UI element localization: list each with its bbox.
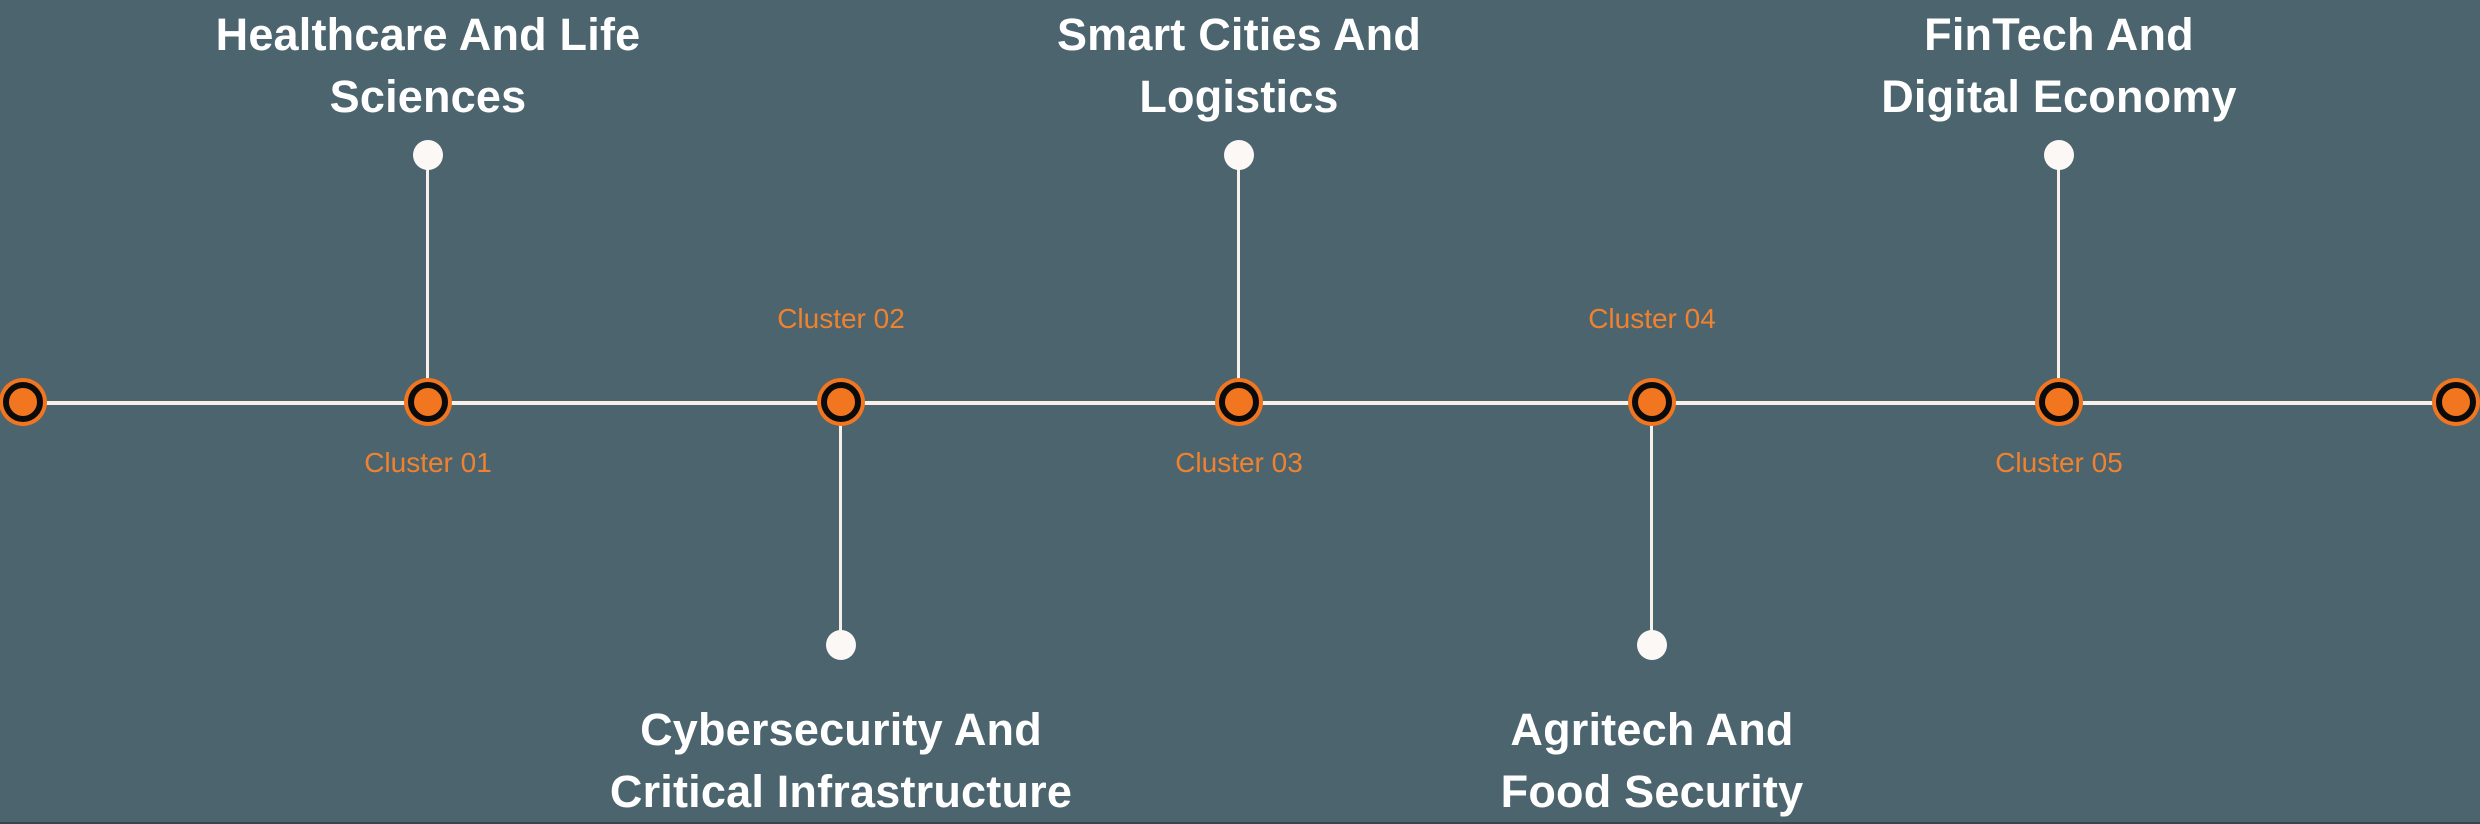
cluster-04-endpoint-dot	[1637, 630, 1667, 660]
cluster-02-title-line-1: Cybersecurity And	[640, 704, 1042, 755]
cluster-03-title-line-1: Smart Cities And	[1056, 9, 1422, 60]
cluster-01-title-line-1: Healthcare And Life	[215, 9, 641, 60]
cluster-03-node-ring	[1219, 382, 1259, 422]
cluster-04-title-line-2: Food Security	[1500, 766, 1804, 817]
cluster-01-node-ring	[408, 382, 448, 422]
endpoint-left-node-ring	[3, 382, 43, 422]
cluster-05-endpoint-dot	[2044, 140, 2074, 170]
cluster-05-stem	[2057, 156, 2060, 402]
cluster-01-stem	[426, 156, 429, 402]
cluster-05-node-ring	[2039, 382, 2079, 422]
bottom-edge	[0, 822, 2480, 824]
cluster-02-endpoint-dot	[826, 630, 856, 660]
cluster-02-label: Cluster 02	[777, 303, 905, 334]
cluster-05-label: Cluster 05	[1995, 447, 2123, 478]
cluster-04-title-line-1: Agritech And	[1510, 704, 1794, 755]
cluster-03-label: Cluster 03	[1175, 447, 1303, 478]
timeline-endpoint-left-node	[0, 378, 47, 426]
cluster-03-stem	[1237, 156, 1240, 402]
cluster-03-node	[1215, 378, 1263, 426]
cluster-04-stem	[1650, 403, 1653, 646]
cluster-04-node-ring	[1632, 382, 1672, 422]
cluster-04-label: Cluster 04	[1588, 303, 1716, 334]
cluster-04-node	[1628, 378, 1676, 426]
cluster-03-title-line-2: Logistics	[1139, 71, 1339, 122]
endpoint-right-node-ring	[2436, 382, 2476, 422]
cluster-01-title: Healthcare And Life Sciences	[68, 4, 788, 128]
cluster-02-node	[817, 378, 865, 426]
cluster-03-title: Smart Cities And Logistics	[879, 4, 1599, 128]
cluster-01-label: Cluster 01	[364, 447, 492, 478]
cluster-05-title-line-2: Digital Economy	[1881, 71, 2237, 122]
cluster-02-stem	[839, 403, 842, 646]
cluster-04-title: Agritech And Food Security	[1292, 699, 2012, 823]
cluster-02-title: Cybersecurity And Critical Infrastructur…	[481, 699, 1201, 823]
cluster-05-node	[2035, 378, 2083, 426]
cluster-03-endpoint-dot	[1224, 140, 1254, 170]
cluster-01-title-line-2: Sciences	[329, 71, 527, 122]
cluster-02-title-line-2: Critical Infrastructure	[609, 766, 1073, 817]
cluster-05-title-line-1: FinTech And	[1924, 9, 2194, 60]
timeline-endpoint-right-node	[2432, 378, 2480, 426]
cluster-01-node	[404, 378, 452, 426]
cluster-05-title: FinTech And Digital Economy	[1699, 4, 2419, 128]
cluster-01-endpoint-dot	[413, 140, 443, 170]
cluster-02-node-ring	[821, 382, 861, 422]
